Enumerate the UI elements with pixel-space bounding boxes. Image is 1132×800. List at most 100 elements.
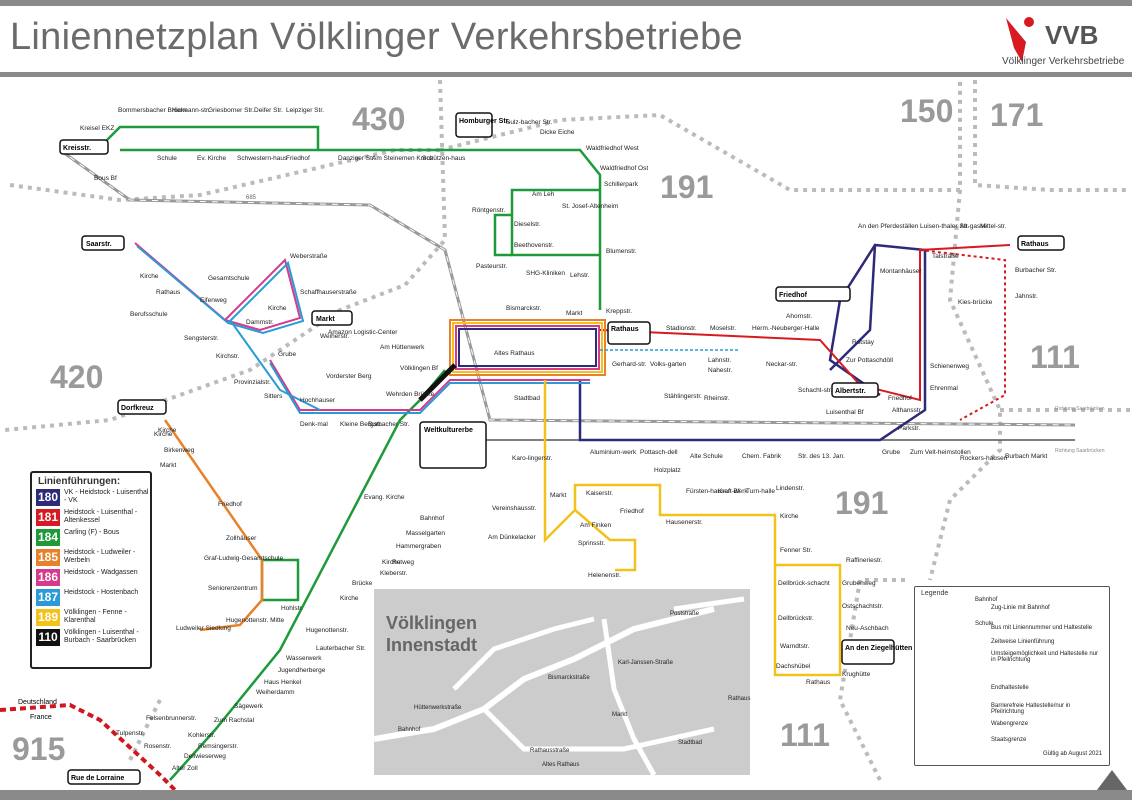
stop-label: Parkstr. bbox=[898, 425, 920, 432]
stop-label: Provinzialstr. bbox=[234, 379, 271, 386]
line-description: Heidstock - Hostenbach bbox=[64, 589, 139, 596]
stop-label: St. Josef-Altenheim bbox=[562, 203, 618, 210]
stop-label: Ahornstr. bbox=[786, 313, 812, 320]
terminal-saarstr[interactable]: Saarstr. bbox=[81, 235, 125, 251]
terminal-rathaus-center[interactable]: Rathaus bbox=[607, 321, 651, 345]
terminal-friedhof[interactable]: Friedhof bbox=[775, 286, 851, 302]
svg-text:Weltkulturerbe: Weltkulturerbe bbox=[424, 427, 473, 434]
terminal-rue-lorraine[interactable]: Rue de Lorraine bbox=[67, 769, 141, 785]
stop-label: Schule bbox=[157, 155, 177, 162]
bottom-bar bbox=[0, 790, 1132, 800]
stop-label: Markt bbox=[566, 310, 582, 317]
line-badge: 180 bbox=[36, 489, 60, 506]
stop-label: Rathaus bbox=[156, 289, 181, 296]
stop-label: Beethovenstr. bbox=[514, 242, 554, 249]
legend2-item: Staatsgrenze bbox=[991, 737, 1027, 743]
stop-label: Burbach Markt bbox=[1005, 453, 1047, 460]
stop-label: Stadtbad bbox=[514, 395, 540, 402]
inset-label: Poststraße bbox=[670, 611, 700, 617]
terminal-ziegelhuetten[interactable]: An den Ziegelhütten bbox=[841, 639, 912, 665]
stop-label: Grube bbox=[278, 351, 296, 358]
stop-label: Lauterbacher Str. bbox=[316, 645, 366, 652]
logo-text: VVB bbox=[1045, 20, 1099, 50]
stop-label: SHG-Kliniken bbox=[526, 270, 565, 277]
stop-label: Pottasch-dell bbox=[640, 449, 678, 456]
inset-label: Stadtbad bbox=[678, 740, 703, 746]
legend2-item: Umsteigemöglichkeit und Haltestelle nur … bbox=[991, 651, 1099, 663]
stop-label: Kirche bbox=[340, 595, 359, 602]
legend2-item: Barrierefreie Haltestelle/nur in Pfeilri… bbox=[991, 703, 1071, 715]
zone-191-north: 191 bbox=[660, 169, 713, 205]
logo-dot-icon bbox=[1024, 17, 1034, 27]
inset-label: Rathausstraße bbox=[530, 748, 570, 754]
terminal-weltkulturerbe[interactable]: Weltkulturerbe bbox=[419, 421, 487, 469]
stop-label: Luisen-thaler Str. bbox=[920, 223, 969, 230]
stop-label: Zum Velt-heimstollen bbox=[910, 449, 971, 456]
stop-label: Burbacher Str. bbox=[368, 421, 410, 428]
stop-label: Hammergraben bbox=[396, 543, 442, 550]
stop-label: Moselstr. bbox=[710, 325, 736, 332]
terminal-rathaus-east[interactable]: Rathaus bbox=[1017, 235, 1065, 251]
svg-text:Rathaus: Rathaus bbox=[611, 326, 639, 333]
svg-text:Markt: Markt bbox=[316, 316, 335, 323]
line-181 bbox=[599, 244, 1011, 402]
svg-text:Dorfkreuz: Dorfkreuz bbox=[121, 405, 154, 412]
terminal-markt[interactable]: Markt bbox=[311, 310, 353, 326]
stop-label: Tulpenstr. bbox=[116, 730, 144, 737]
stop-label: Hermann-str. bbox=[172, 107, 210, 114]
inset-label: Bahnhof bbox=[398, 727, 421, 733]
stop-label: Talstraße bbox=[932, 253, 959, 260]
stop-label: Rotstay bbox=[852, 339, 875, 346]
stop-label: Kreppstr. bbox=[606, 308, 632, 315]
stop-label: Jahnstr. bbox=[1015, 293, 1038, 300]
stop-label: Gerhard-str. bbox=[612, 361, 647, 368]
zone-111-south: 111 bbox=[780, 717, 830, 753]
stop-label: Schillerpark bbox=[604, 181, 639, 188]
stop-label: Lehstr. bbox=[570, 272, 590, 279]
stop-label: Kraft-werk bbox=[718, 488, 748, 495]
stop-label: Dellwieserweg bbox=[184, 753, 226, 760]
stop-label: Rathaus bbox=[806, 679, 831, 686]
stop-label: Hugenottenstr. Mitte bbox=[226, 617, 285, 624]
stop-label: Völklingen Bf bbox=[400, 365, 438, 372]
stop-label: Ostschachtstr. bbox=[842, 603, 883, 610]
logo-mark-icon bbox=[1006, 18, 1026, 62]
stop-label: Vorderster Berg bbox=[326, 373, 372, 380]
label-france: France bbox=[30, 714, 52, 721]
stop-label: Weberstraße bbox=[290, 253, 328, 260]
stop-label: Rosenstr. bbox=[144, 743, 172, 750]
terminal-kreisstr[interactable]: Kreisstr. bbox=[59, 139, 109, 155]
stop-label: Sprinsstr. bbox=[578, 540, 605, 547]
stop-label: Bous Bf bbox=[94, 175, 117, 182]
stop-label: Lahnstr. bbox=[708, 357, 731, 364]
line-description: Völklingen - Luisenthal - Burbach - Saar… bbox=[64, 629, 139, 644]
stop-label: Markt bbox=[550, 492, 566, 499]
vvb-logo bbox=[1006, 17, 1034, 62]
stop-label: Kirche bbox=[382, 559, 401, 566]
legend2-item: Endhaltestelle bbox=[991, 685, 1029, 691]
svg-text:An den Ziegelhütten: An den Ziegelhütten bbox=[845, 645, 912, 652]
legend2-item: Zug-Linie mit Bahnhof bbox=[991, 605, 1050, 611]
stop-label: Kleberstr. bbox=[380, 570, 408, 577]
terminal-homburger[interactable]: Homburger Str. bbox=[455, 112, 510, 138]
terminal-dorfkreuz[interactable]: Dorfkreuz bbox=[117, 399, 167, 415]
terminal-albertstr[interactable]: Albertstr. bbox=[831, 382, 879, 398]
stop-label: Weiherstr. bbox=[320, 333, 349, 340]
stop-label: Grube bbox=[882, 449, 900, 456]
stop-label: Vereinshausstr. bbox=[492, 505, 537, 512]
stop-label: An den Pferdeställen bbox=[858, 223, 919, 230]
stop-label: Volks-garten bbox=[650, 361, 687, 368]
line-badge: 186 bbox=[36, 569, 60, 586]
stop-label: Zollhäuser bbox=[226, 535, 257, 542]
stop-label: Waldfriedhof Ost bbox=[600, 165, 648, 172]
stop-label: Altes Rathaus bbox=[494, 350, 535, 357]
line-badge: 184 bbox=[36, 529, 60, 546]
stop-label: Kreisel EKZ bbox=[80, 125, 114, 132]
stop-label: Zur Pottaschdöll bbox=[846, 357, 894, 364]
legend-title: Linienführungen: bbox=[38, 476, 121, 487]
stop-label: Am Leh bbox=[532, 191, 555, 198]
stop-label: Friedhof bbox=[620, 508, 644, 515]
